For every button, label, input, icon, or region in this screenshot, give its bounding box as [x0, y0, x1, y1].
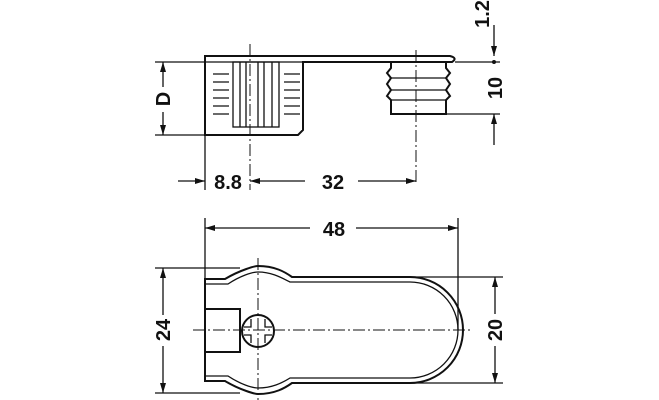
housing-slots — [213, 62, 300, 127]
dim-flange-label: 1.2 — [472, 0, 494, 28]
dim-length-label: 48 — [323, 219, 345, 241]
side-view: D 8.8 32 1.2 10 — [153, 0, 507, 194]
dim-inner-width-label: 20 — [485, 319, 507, 341]
dim-bolt-height-label: 10 — [485, 77, 507, 99]
dim-d-label: D — [153, 92, 175, 106]
cross-recess-icon — [244, 319, 272, 343]
housing-outline — [204, 55, 456, 136]
connecting-bolt — [385, 61, 452, 115]
cam-insert — [232, 61, 280, 128]
dim-spacing-label: 32 — [322, 172, 344, 194]
dim-offset-label: 8.8 — [214, 172, 242, 194]
top-view: 48 24 20 — [153, 218, 507, 400]
dim-width-label: 24 — [153, 318, 175, 341]
